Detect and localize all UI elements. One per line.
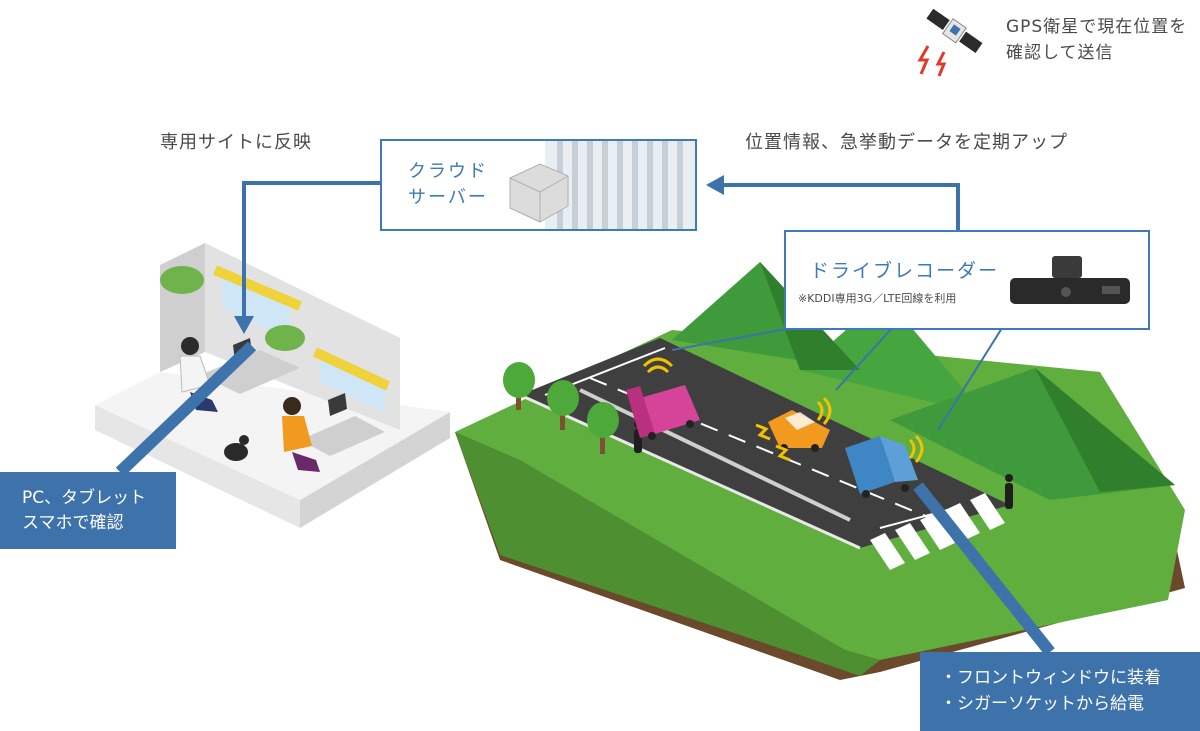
install-line2: ・シガーソケットから給電 bbox=[940, 694, 1144, 714]
gps-caption-line1: GPS衛星で現在位置を bbox=[1006, 17, 1188, 37]
tree bbox=[587, 402, 619, 454]
gps-caption: GPS衛星で現在位置を 確認して送信 bbox=[1006, 14, 1187, 66]
gps-caption-line2: 確認して送信 bbox=[1006, 43, 1114, 63]
cloud-label-line1: クラウド bbox=[408, 161, 488, 182]
reflect-label: 専用サイトに反映 bbox=[160, 132, 312, 153]
install-line1: ・フロントウィンドウに装着 bbox=[940, 668, 1161, 688]
orange-car bbox=[768, 410, 830, 452]
person-at-desk bbox=[282, 397, 320, 472]
pc-check-line2: スマホで確認 bbox=[22, 513, 124, 533]
flow-arrows bbox=[115, 175, 1055, 656]
upload-arrow bbox=[722, 183, 960, 230]
tree bbox=[503, 362, 535, 410]
cloud-box-art bbox=[509, 141, 695, 229]
drive-recorder-box: ドライブレコーダー ※KDDI専用3G／LTE回線を利用 bbox=[784, 230, 1150, 330]
pedestrian bbox=[1005, 474, 1013, 509]
cloud-server-label: クラウド サーバー bbox=[408, 159, 488, 211]
signal-waves bbox=[642, 357, 924, 463]
desk bbox=[200, 350, 385, 456]
drive-recorder-note: ※KDDI専用3G／LTE回線を利用 bbox=[798, 292, 957, 305]
guardrail bbox=[579, 388, 851, 522]
pc-check-line1: PC、タブレット bbox=[22, 488, 147, 508]
satellite-icon bbox=[917, 8, 983, 77]
mountain bbox=[800, 296, 985, 415]
person-at-desk bbox=[179, 337, 218, 412]
cloud-label-line2: サーバー bbox=[408, 187, 488, 208]
upload-label: 位置情報、急挙動データを定期アップ bbox=[745, 132, 1068, 153]
install-info-box: ・フロントウィンドウに装着 ・シガーソケットから給電 bbox=[920, 652, 1200, 731]
crosswalk bbox=[870, 493, 1005, 570]
drive-recorder-device-icon bbox=[1010, 256, 1130, 304]
blue-truck bbox=[845, 436, 918, 498]
tree bbox=[547, 380, 579, 430]
cat bbox=[224, 435, 249, 461]
pc-check-box: PC、タブレット スマホで確認 bbox=[0, 472, 176, 549]
server-to-site-arrow bbox=[242, 181, 380, 318]
plant bbox=[160, 266, 305, 351]
pink-truck bbox=[626, 385, 700, 440]
road-landscape bbox=[455, 262, 1185, 680]
drive-recorder-title: ドライブレコーダー bbox=[810, 260, 1000, 282]
